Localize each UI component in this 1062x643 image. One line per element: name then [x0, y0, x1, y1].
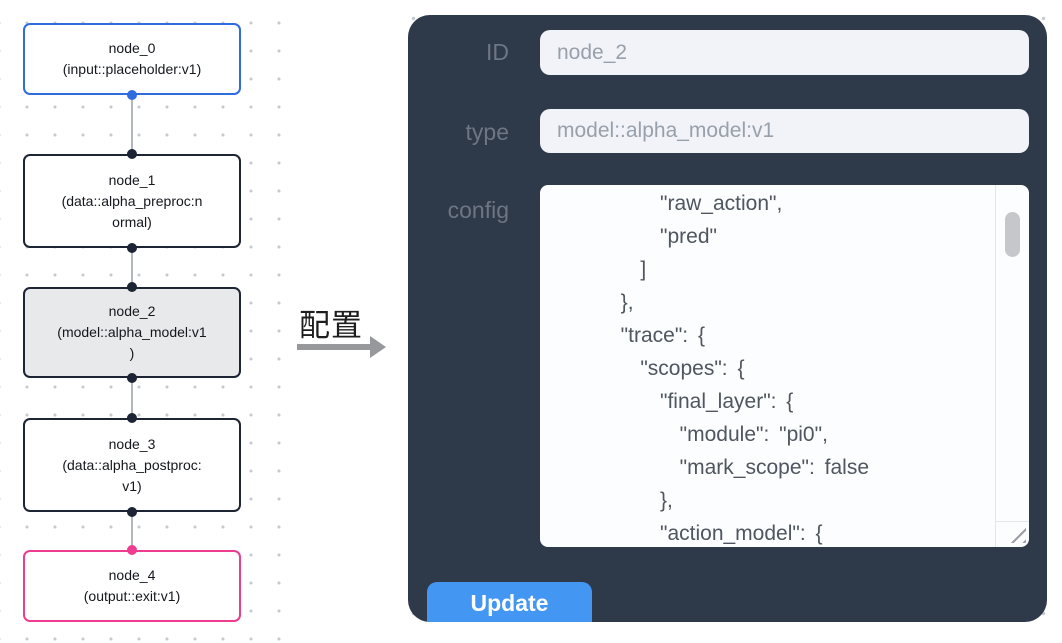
node-title: node_2 [108, 303, 156, 319]
handle-node2-source[interactable] [127, 373, 137, 383]
handle-node3-target[interactable] [127, 413, 137, 423]
edge-node3-node4 [131, 512, 133, 550]
node-title: node_0 [108, 40, 156, 56]
scrollbar-thumb[interactable] [1005, 212, 1020, 257]
flow-node-node_4[interactable]: node_4 (output::exit:v1) [23, 550, 241, 622]
arrow-right-icon [297, 344, 371, 350]
flow-node-node_3[interactable]: node_3 (data::alpha_postproc: v1) [23, 418, 241, 512]
edge-node0-node1 [131, 95, 133, 154]
node-subtitle: (data::alpha_preproc:n [61, 192, 203, 209]
node-subtitle: (output::exit:v1) [83, 588, 181, 604]
scrollbar-track[interactable] [995, 185, 1029, 547]
node-subtitle: ormal) [112, 213, 152, 230]
config-textarea[interactable]: "raw_action", "pred" ] }, "trace": { "sc… [540, 185, 1029, 547]
node-subtitle: ) [129, 345, 135, 361]
type-field-label: type [465, 119, 509, 145]
id-field-label: ID [486, 39, 509, 65]
config-canvas-region: ID type config "raw_action", "pred" ] },… [390, 0, 1062, 643]
resize-grip-icon[interactable] [1010, 527, 1026, 543]
node-title: node_1 [108, 171, 156, 188]
annotation-label: 配置 [299, 308, 363, 343]
handle-node4-target[interactable] [127, 545, 137, 555]
node-title: node_4 [108, 567, 156, 583]
edge-node2-node3 [131, 378, 133, 418]
node-config-panel: ID type config "raw_action", "pred" ] },… [408, 15, 1047, 622]
handle-node1-source[interactable] [127, 243, 137, 253]
id-input[interactable] [540, 30, 1029, 75]
update-button[interactable]: Update [427, 582, 592, 622]
node-subtitle: (model::alpha_model:v1 [57, 324, 207, 340]
node-subtitle: (data::alpha_postproc: [62, 456, 202, 473]
flow-node-node_1[interactable]: node_1 (data::alpha_preproc:n ormal) [23, 154, 241, 248]
node-title: node_3 [108, 435, 156, 452]
node-subtitle: v1) [122, 477, 142, 494]
scrollbar-corner [996, 521, 1029, 547]
config-json-code: "raw_action", "pred" ] }, "trace": { "sc… [542, 192, 870, 545]
handle-node2-target[interactable] [127, 282, 137, 292]
node-subtitle: (input::placeholder:v1) [62, 61, 202, 77]
handle-node1-target[interactable] [127, 149, 137, 159]
flow-node-node_0[interactable]: node_0 (input::placeholder:v1) [23, 23, 241, 95]
config-field-label: config [447, 197, 509, 223]
arrow-right-icon-head [370, 336, 386, 358]
edge-node1-node2 [131, 248, 133, 287]
flow-node-node_2-selected[interactable]: node_2 (model::alpha_model:v1 ) [23, 287, 241, 378]
handle-node0-source[interactable] [127, 90, 137, 100]
handle-node3-source[interactable] [127, 507, 137, 517]
type-input[interactable] [540, 109, 1029, 153]
flow-canvas: node_0 (input::placeholder:v1) node_1 (d… [0, 0, 282, 643]
